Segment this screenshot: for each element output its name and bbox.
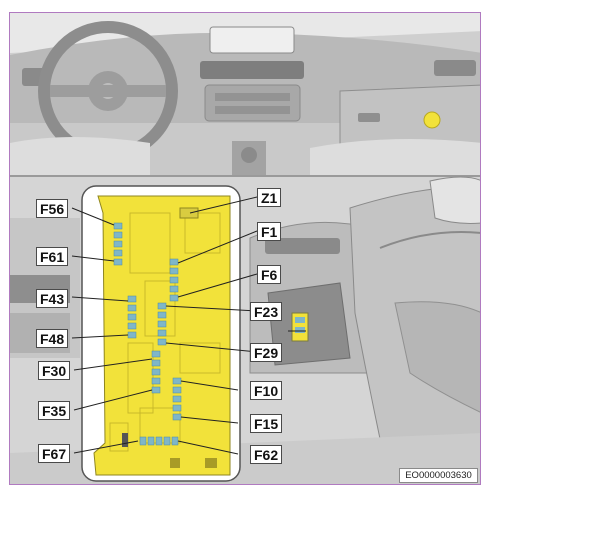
callout-f10: F10 <box>250 381 283 400</box>
vehicle-interior-illustration <box>10 13 480 484</box>
callout-f1: F1 <box>257 222 282 241</box>
callout-f29: F29 <box>250 343 283 362</box>
callout-f61: F61 <box>36 247 69 266</box>
callout-z1: Z1 <box>257 188 282 207</box>
callout-f15: F15 <box>250 414 283 433</box>
fuse-box-location-diagram: F56 F61 F43 F48 F30 F35 F67 Z1 F1 F6 F23… <box>9 12 481 485</box>
callout-f67: F67 <box>38 444 71 463</box>
callout-f62: F62 <box>250 445 283 464</box>
callout-f56: F56 <box>36 199 69 218</box>
callout-f6: F6 <box>257 265 282 284</box>
dashboard-view <box>10 13 480 175</box>
callout-f30: F30 <box>38 361 71 380</box>
callout-f48: F48 <box>36 329 69 348</box>
callout-f23: F23 <box>250 302 283 321</box>
leader-lines <box>71 196 306 455</box>
callout-f43: F43 <box>36 289 69 308</box>
door-view <box>10 176 480 484</box>
fuse-box-closeup <box>81 185 241 482</box>
callout-f35: F35 <box>38 401 71 420</box>
reference-code: EO0000003630 <box>399 468 478 483</box>
